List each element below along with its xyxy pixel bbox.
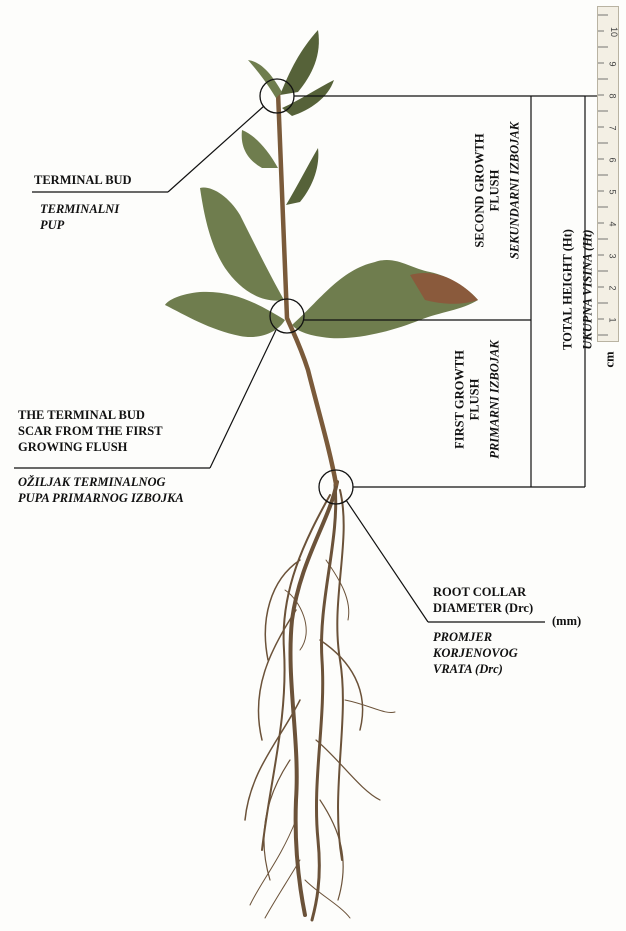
terminal-bud-label: TERMINAL BUD	[34, 173, 132, 188]
terminal-bud-label-hr-2: PUP	[40, 218, 64, 233]
first-flush-label-hr: PRIMARNI IZBOJAK	[488, 320, 503, 480]
bud-scar-label-2: SCAR FROM THE FIRST	[18, 424, 163, 439]
ruler-tick-2: 2	[608, 285, 618, 290]
ruler-tick-8: 8	[608, 93, 618, 98]
bud-scar-label-hr-2: PUPA PRIMARNOG IZBOJKA	[18, 491, 184, 506]
first-flush-label-2: FLUSH	[468, 320, 483, 480]
total-height-label: TOTAL HEIGHT (Ht)	[561, 180, 576, 400]
root-collar-label-hr-2: KORJENOVOG	[433, 646, 518, 661]
second-flush-label-hr: SEKUNDARNI IZBOJAK	[508, 91, 523, 291]
root-collar-label-hr-1: PROMJER	[433, 630, 492, 645]
ruler-tick-6: 6	[608, 157, 618, 162]
root-collar-label-2: DIAMETER (Drc)	[433, 601, 533, 616]
second-flush-label-1: SECOND GROWTH	[473, 91, 488, 291]
root-system	[245, 482, 395, 920]
stem	[278, 92, 336, 484]
bud-scar-label-hr-1: OŽILJAK TERMINALNOG	[18, 475, 166, 490]
ruler-ticks	[598, 7, 620, 343]
ruler: 10 9 8 7 6 5 4 3 2 1	[597, 6, 619, 342]
second-flush-label-2: FLUSH	[488, 91, 503, 291]
root-collar-label-hr-3: VRATA (Drc)	[433, 662, 503, 677]
total-height-label-hr: UKUPNA VISINA (Ht)	[581, 180, 596, 400]
leaves	[165, 30, 478, 338]
root-collar-label-1: ROOT COLLAR	[433, 585, 526, 600]
ruler-tick-7: 7	[608, 125, 618, 130]
ruler-tick-3: 3	[608, 253, 618, 258]
bud-scar-label-1: THE TERMINAL BUD	[18, 408, 145, 423]
ruler-tick-4: 4	[608, 221, 618, 226]
ruler-tick-5: 5	[608, 189, 618, 194]
ruler-tick-9: 9	[608, 61, 618, 66]
ruler-unit-label: cm	[603, 345, 618, 375]
bud-scar-label-3: GROWING FLUSH	[18, 440, 127, 455]
root-collar-unit: (mm)	[552, 614, 581, 629]
ruler-tick-10: 10	[609, 27, 619, 37]
ruler-tick-1: 1	[608, 317, 618, 322]
terminal-bud-label-hr-1: TERMINALNI	[40, 202, 119, 217]
first-flush-label-1: FIRST GROWTH	[453, 320, 468, 480]
